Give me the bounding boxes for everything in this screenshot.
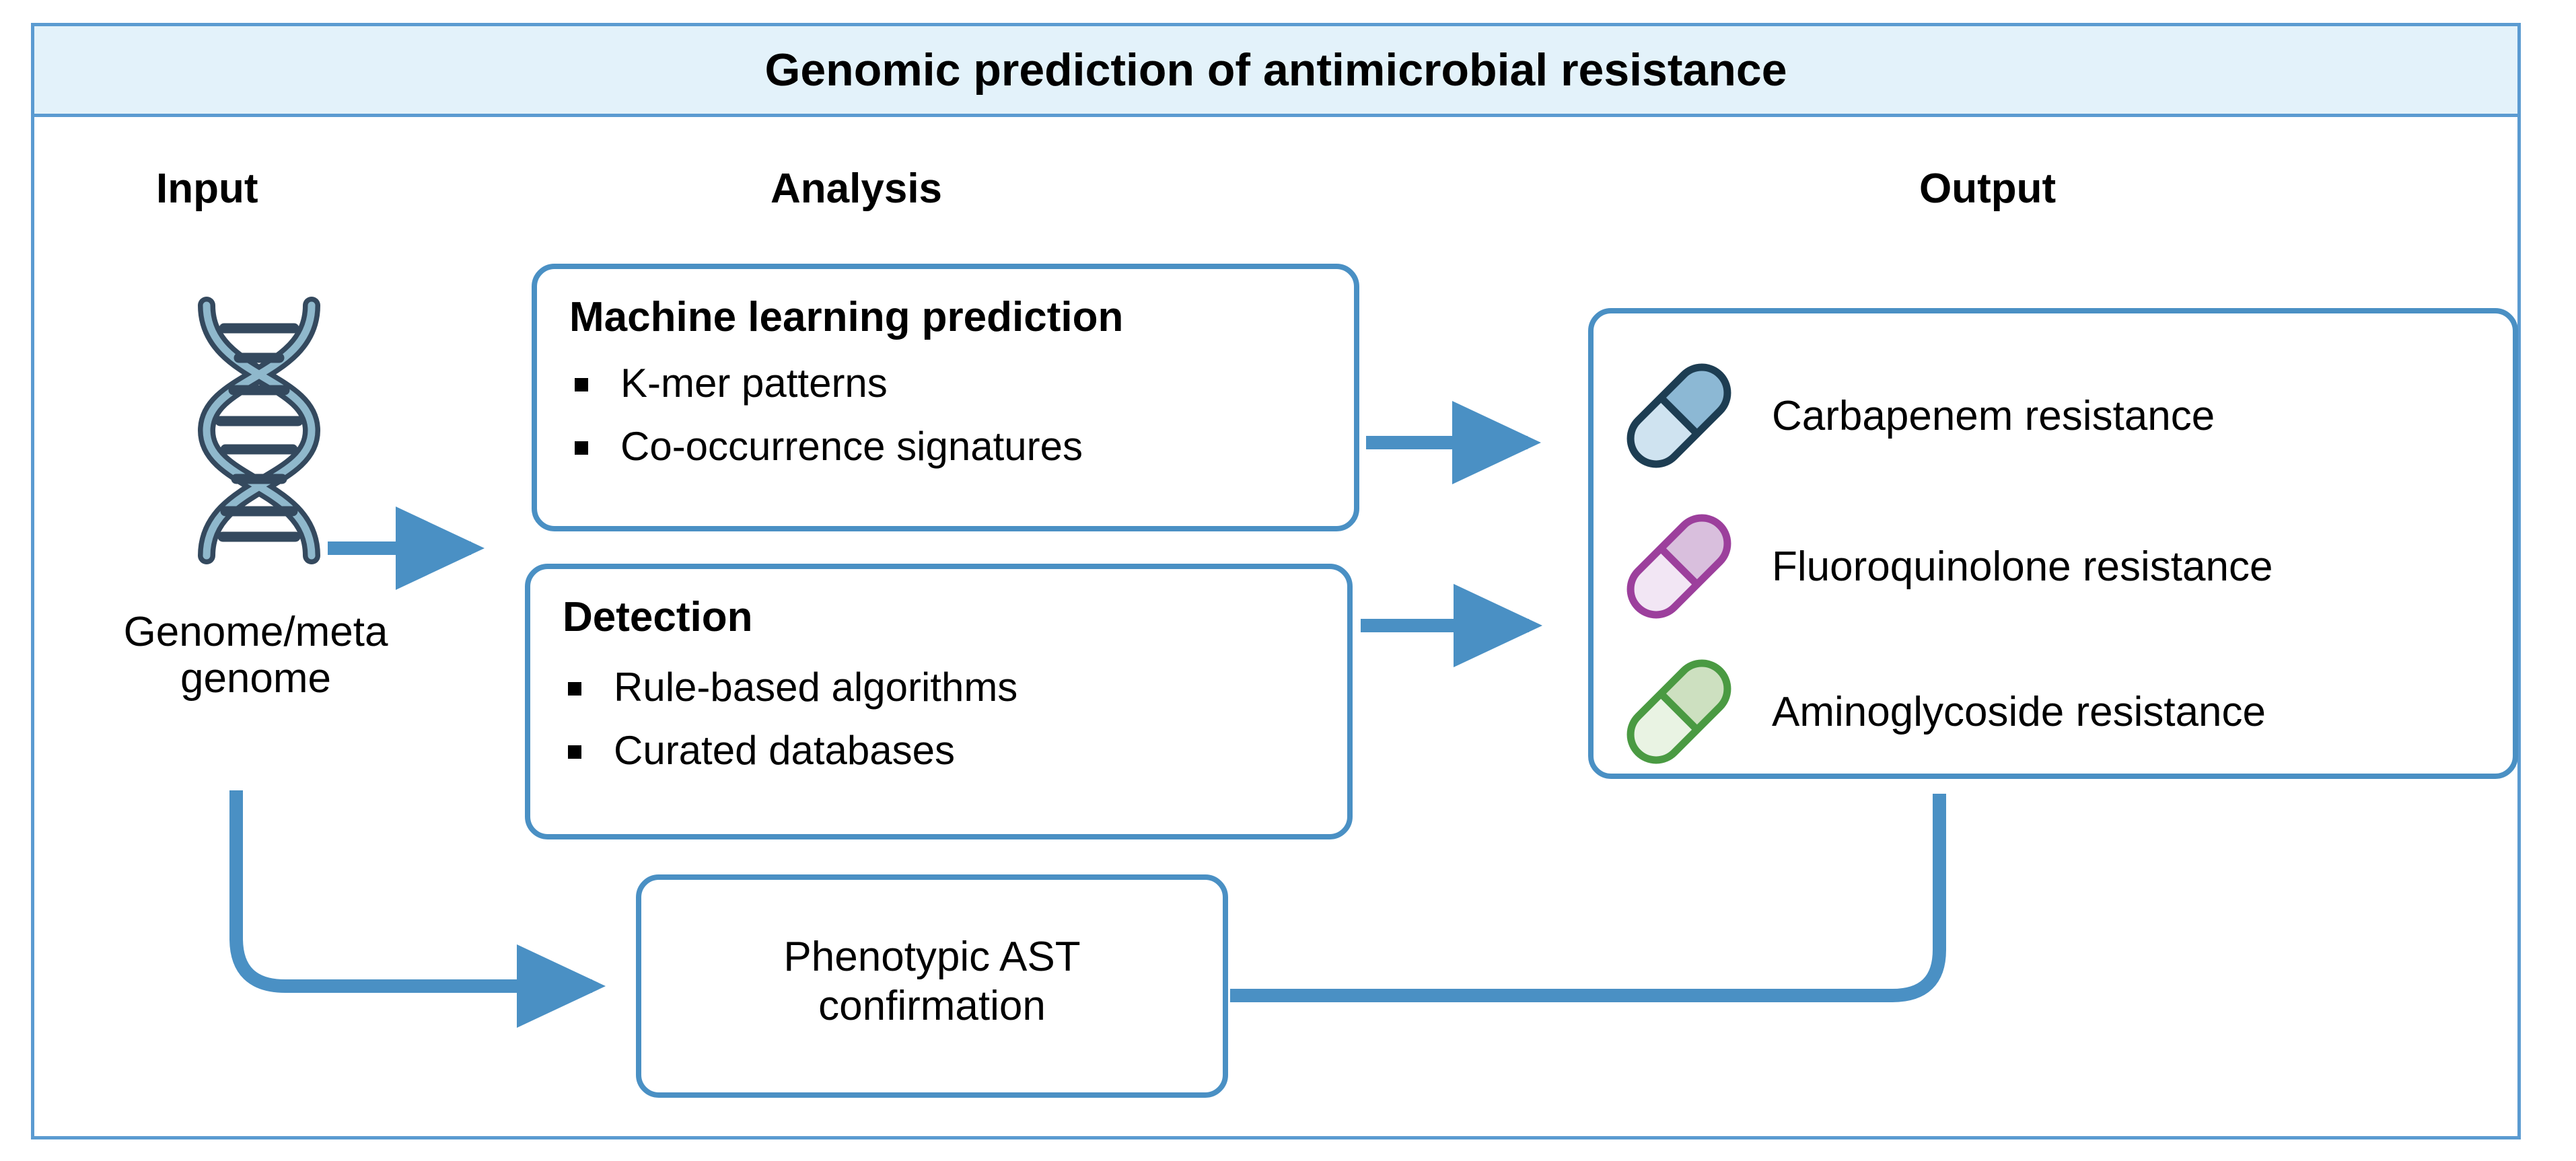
output-item-aminoglycoside[interactable]: Aminoglycoside resistance: [1612, 651, 2266, 772]
list-item: K-mer patterns: [569, 363, 1083, 404]
output-item-fluoroquinolone[interactable]: Fluoroquinolone resistance: [1612, 506, 2273, 627]
bullet-square-icon: [568, 682, 581, 696]
ml-box-bullets: K-mer patterns Co-occurrence signatures: [569, 363, 1083, 490]
column-heading-analysis: Analysis: [771, 165, 943, 212]
column-heading-output: Output: [1919, 165, 2056, 212]
detection-box[interactable]: Detection Rule-based algorithms Curated …: [525, 564, 1353, 839]
ast-box-line2: confirmation: [818, 983, 1046, 1030]
output-item-label: Aminoglycoside resistance: [1772, 688, 2266, 735]
list-item: Rule-based algorithms: [563, 667, 1017, 708]
input-label-line2: genome: [180, 655, 332, 702]
list-item-label: Curated databases: [614, 728, 956, 773]
phenotypic-ast-confirmation-box[interactable]: Phenotypic AST confirmation: [636, 874, 1228, 1098]
ast-box-text: Phenotypic AST confirmation: [641, 932, 1223, 1031]
list-item-label: Rule-based algorithms: [614, 665, 1018, 710]
column-heading-input: Input: [156, 165, 258, 212]
list-item: Curated databases: [563, 731, 1017, 771]
input-label: Genome/meta genome: [40, 609, 471, 702]
input-label-line1: Genome/meta: [123, 609, 388, 655]
detection-box-title: Detection: [563, 594, 753, 640]
output-panel[interactable]: [1588, 308, 2518, 779]
ast-box-line1: Phenotypic AST: [783, 934, 1081, 980]
output-item-label: Carbapenem resistance: [1772, 392, 2215, 439]
pill-capsule-icon: [1626, 659, 1731, 764]
bullet-square-icon: [575, 378, 588, 391]
pill-capsule-icon: [1626, 514, 1731, 619]
output-item-carbapenem[interactable]: Carbapenem resistance: [1612, 355, 2215, 476]
detection-box-bullets: Rule-based algorithms Curated databases: [563, 667, 1017, 794]
dna-helix-icon: [172, 296, 347, 565]
list-item-label: Co-occurrence signatures: [620, 424, 1083, 469]
figure-title-band: Genomic prediction of antimicrobial resi…: [31, 23, 2521, 117]
list-item: Co-occurrence signatures: [569, 426, 1083, 467]
pill-capsule-icon: [1626, 363, 1731, 468]
bullet-square-icon: [568, 745, 581, 759]
output-item-label: Fluoroquinolone resistance: [1772, 543, 2273, 590]
ml-box-title: Machine learning prediction: [569, 294, 1124, 340]
list-item-label: K-mer patterns: [620, 361, 888, 406]
page-title: Genomic prediction of antimicrobial resi…: [764, 44, 1787, 96]
bullet-square-icon: [575, 441, 588, 455]
machine-learning-prediction-box[interactable]: Machine learning prediction K-mer patter…: [532, 264, 1359, 531]
